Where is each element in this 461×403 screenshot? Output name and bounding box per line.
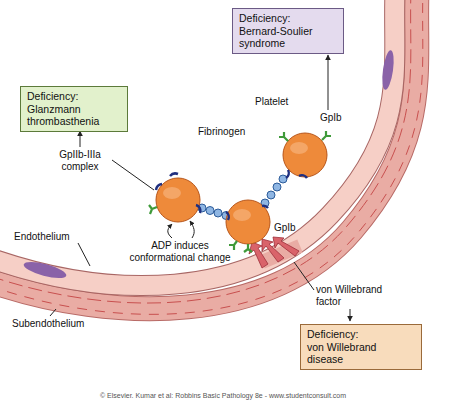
part-label: Platelet — [255, 96, 288, 108]
part-label: Endothelium — [14, 231, 70, 243]
part-label: GpIb — [320, 112, 342, 124]
part-label: Subendothelium — [12, 318, 84, 330]
endothelial-nucleus — [380, 49, 395, 90]
endothelium-band — [0, 0, 395, 286]
part-label: von Willebrand factor — [316, 284, 392, 308]
platelet — [156, 133, 327, 244]
disease-name: Glanzmann thrombasthenia — [27, 103, 121, 128]
disease-name: Bernard-Soulier syndrome — [239, 25, 337, 50]
box-heading: Deficiency: — [307, 328, 415, 341]
part-label: GpIIb-IIIa complex — [44, 149, 116, 173]
deficiency-box: Deficiency:von Willebrand disease — [300, 324, 422, 370]
part-label: Fibrinogen — [198, 126, 245, 138]
part-label: ADP induces conformational change — [128, 240, 232, 264]
deficiency-box: Deficiency:Bernard-Soulier syndrome — [232, 8, 344, 54]
box-heading: Deficiency: — [239, 12, 337, 25]
subendothelium-band — [0, 0, 417, 309]
part-label: GpIb — [274, 222, 296, 234]
deficiency-box: Deficiency:Glanzmann thrombasthenia — [20, 86, 128, 132]
subendothelium-edge — [0, 0, 417, 309]
endothelial-nucleus — [22, 259, 68, 282]
endothelium-edge — [0, 0, 395, 286]
gpiib-iiia-receptor — [156, 170, 307, 220]
disease-name: von Willebrand disease — [307, 341, 415, 366]
adp-arrow — [168, 221, 194, 238]
gpib-receptor — [149, 131, 331, 252]
part-label: © Elsevier. Kumar et al: Robbins Basic P… — [100, 392, 346, 400]
subendothelium-fiber — [0, 0, 411, 303]
box-heading: Deficiency: — [27, 90, 121, 103]
subendothelium-fiber — [0, 0, 423, 314]
